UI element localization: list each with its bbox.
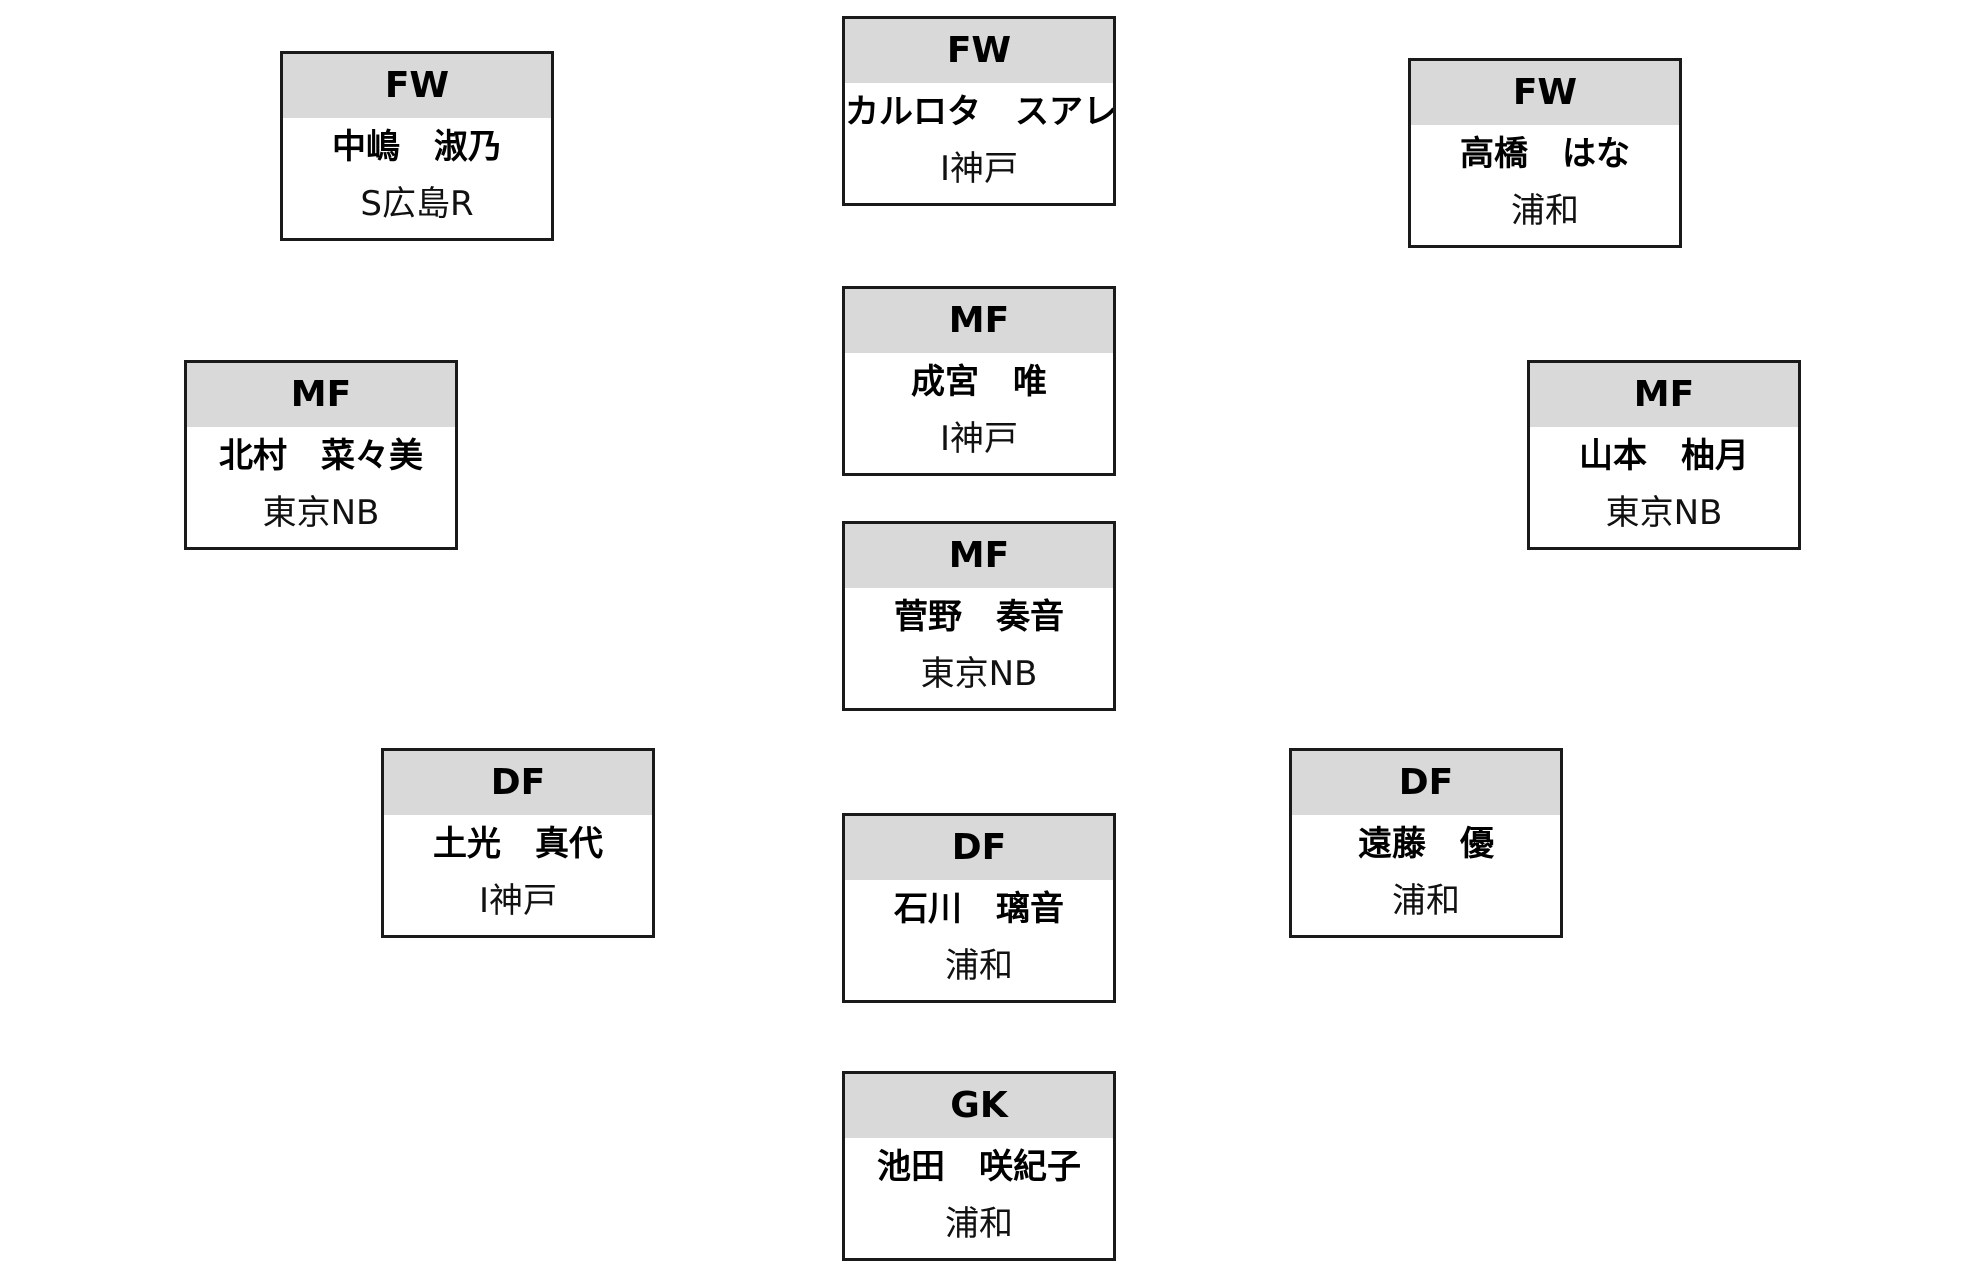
player-name: 成宮 唯 (911, 362, 1047, 402)
player-name: 池田 咲紀子 (877, 1147, 1081, 1187)
club-name: 東京NB (1605, 493, 1723, 533)
club-name: I神戸 (939, 149, 1019, 189)
position-label: GK (845, 1074, 1113, 1138)
player-card-mf-left: MF 北村 菜々美 東京NB (184, 360, 458, 550)
position-label: DF (845, 816, 1113, 880)
player-card-fw-center: FW カルロタ スアレス I神戸 (842, 16, 1116, 206)
player-card-mf-center-top: MF 成宮 唯 I神戸 (842, 286, 1116, 476)
position-label: FW (845, 19, 1113, 83)
position-label: MF (845, 289, 1113, 353)
player-name: カルロタ スアレス (845, 92, 1113, 132)
player-name: 中嶋 淑乃 (332, 127, 502, 167)
position-label: MF (1530, 363, 1798, 427)
position-label: FW (1411, 61, 1679, 125)
club-name: I神戸 (478, 881, 558, 921)
player-name: 北村 菜々美 (219, 436, 423, 476)
player-name: 土光 真代 (433, 824, 603, 864)
position-label: MF (187, 363, 455, 427)
player-card-df-left: DF 土光 真代 I神戸 (381, 748, 655, 938)
player-card-fw-left: FW 中嶋 淑乃 S広島R (280, 51, 554, 241)
player-card-df-right: DF 遠藤 優 浦和 (1289, 748, 1563, 938)
player-card-gk: GK 池田 咲紀子 浦和 (842, 1071, 1116, 1261)
club-name: 浦和 (945, 946, 1013, 986)
club-name: 東京NB (262, 493, 380, 533)
player-card-mf-right: MF 山本 柚月 東京NB (1527, 360, 1801, 550)
club-name: I神戸 (939, 419, 1019, 459)
position-label: DF (384, 751, 652, 815)
player-card-mf-center-bottom: MF 菅野 奏音 東京NB (842, 521, 1116, 711)
player-name: 遠藤 優 (1358, 824, 1494, 864)
club-name: 浦和 (1392, 881, 1460, 921)
club-name: 浦和 (945, 1204, 1013, 1244)
position-label: FW (283, 54, 551, 118)
position-label: MF (845, 524, 1113, 588)
player-name: 菅野 奏音 (894, 597, 1064, 637)
player-name: 高橋 はな (1460, 134, 1630, 174)
player-card-fw-right: FW 高橋 はな 浦和 (1408, 58, 1682, 248)
player-name: 山本 柚月 (1579, 436, 1749, 476)
club-name: 東京NB (920, 654, 1038, 694)
player-card-df-center: DF 石川 璃音 浦和 (842, 813, 1116, 1003)
player-name: 石川 璃音 (894, 889, 1064, 929)
club-name: S広島R (360, 184, 474, 224)
club-name: 浦和 (1511, 191, 1579, 231)
position-label: DF (1292, 751, 1560, 815)
